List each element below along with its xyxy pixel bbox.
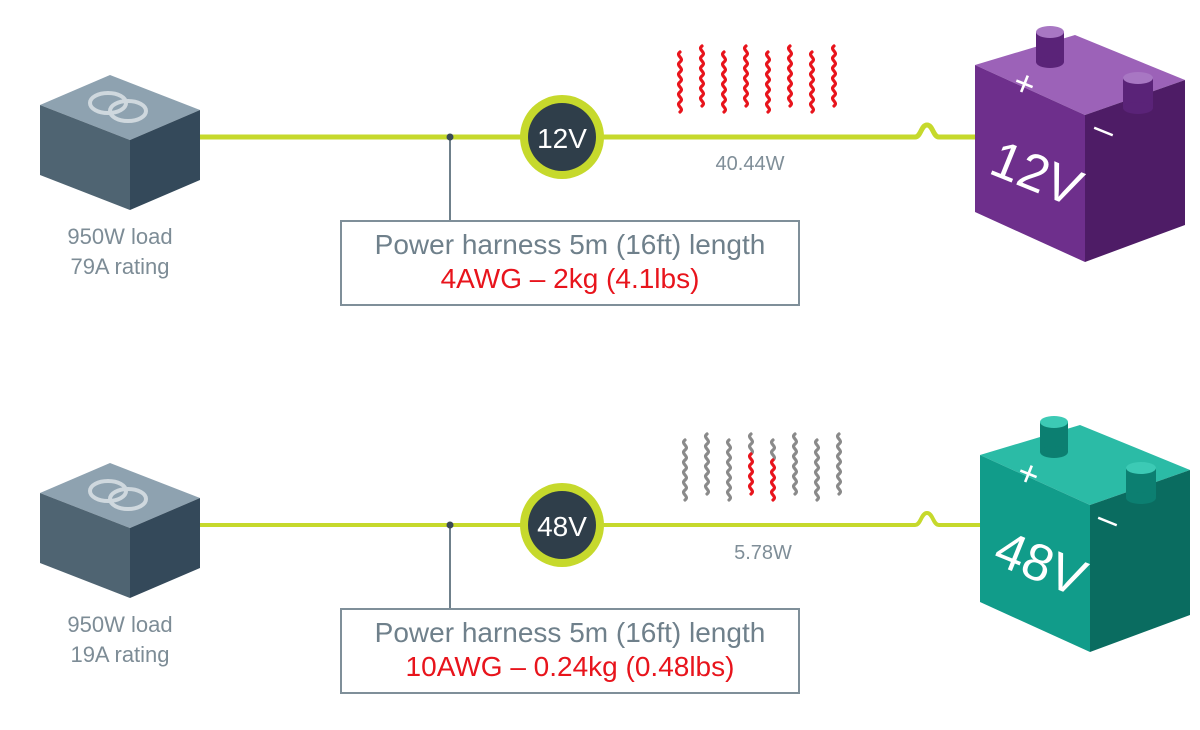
power-loss-label: 40.44W — [715, 153, 785, 175]
heat-wave-squiggle — [765, 90, 771, 114]
load-label: 950W load 19A rating — [40, 610, 200, 670]
heat-wave-squiggle — [814, 438, 820, 462]
heat-waves-icon — [682, 432, 842, 502]
heat-wave-squiggle — [814, 458, 820, 482]
heat-wave-squiggle — [721, 70, 727, 94]
harness-title: Power harness 5m (16ft) length — [374, 617, 766, 648]
heat-wave-squiggle — [787, 44, 793, 68]
load-rating: 79A rating — [70, 254, 170, 279]
heat-wave-squiggle — [743, 44, 749, 68]
fuse-icon — [914, 510, 985, 527]
heat-wave-squiggle — [792, 452, 798, 476]
voltage-node-label: 48V — [537, 511, 587, 542]
heat-wave-squiggle — [809, 50, 815, 74]
harness-title: Power harness 5m (16ft) length — [374, 229, 766, 260]
heat-wave-squiggle — [704, 432, 710, 456]
heat-wave-squiggle — [765, 70, 771, 94]
load-power: 950W load — [67, 224, 173, 249]
heat-wave-squiggle — [836, 432, 842, 456]
heat-wave-squiggle — [726, 458, 732, 482]
heat-wave-squiggle — [814, 478, 820, 502]
voltage-node — [520, 483, 604, 567]
harness-info-box: Power harness 5m (16ft) length 10AWG – 0… — [340, 608, 800, 694]
heat-wave-squiggle — [787, 84, 793, 108]
load-rating: 19A rating — [70, 642, 170, 667]
heat-wave-squiggle — [748, 452, 754, 476]
load-label: 950W load 79A rating — [40, 222, 200, 282]
heat-wave-squiggle — [770, 458, 776, 482]
heat-wave-squiggle — [677, 90, 683, 114]
harness-spec: 10AWG – 0.24kg (0.48lbs) — [405, 651, 735, 682]
heat-wave-squiggle — [787, 64, 793, 88]
heat-wave-squiggle — [831, 64, 837, 88]
heat-wave-squiggle — [809, 70, 815, 94]
heat-wave-squiggle — [699, 64, 705, 88]
heat-wave-squiggle — [704, 452, 710, 476]
heat-wave-squiggle — [836, 472, 842, 496]
heat-wave-squiggle — [677, 50, 683, 74]
fuse-icon — [914, 122, 985, 140]
battery-48v-icon — [980, 416, 1190, 652]
heat-wave-squiggle — [748, 432, 754, 456]
heat-wave-squiggle — [726, 438, 732, 462]
heat-wave-squiggle — [770, 438, 776, 462]
heat-wave-squiggle — [831, 44, 837, 68]
voltage-node-label: 12V — [537, 123, 587, 154]
junction-dot — [446, 521, 454, 529]
harness-spec: 4AWG – 2kg (4.1lbs) — [440, 263, 700, 294]
heat-wave-squiggle — [743, 64, 749, 88]
heat-wave-squiggle — [792, 472, 798, 496]
heat-wave-squiggle — [743, 84, 749, 108]
heat-wave-squiggle — [682, 478, 688, 502]
heat-wave-squiggle — [682, 438, 688, 462]
heat-wave-squiggle — [704, 472, 710, 496]
battery-12v-icon — [975, 26, 1185, 262]
heat-wave-squiggle — [792, 432, 798, 456]
load-block-icon — [40, 75, 200, 210]
heat-wave-squiggle — [699, 44, 705, 68]
heat-waves-icon — [677, 44, 837, 114]
load-block-icon — [40, 463, 200, 598]
heat-wave-squiggle — [726, 478, 732, 502]
junction-dot — [446, 133, 454, 141]
heat-wave-squiggle — [765, 50, 771, 74]
heat-wave-squiggle — [699, 84, 705, 108]
load-power: 950W load — [67, 612, 173, 637]
system-48v — [40, 416, 1190, 652]
heat-wave-squiggle — [682, 458, 688, 482]
heat-wave-squiggle — [748, 472, 754, 496]
power-loss-label: 5.78W — [734, 542, 792, 564]
system-12v — [40, 26, 1185, 262]
heat-wave-squiggle — [721, 90, 727, 114]
heat-wave-squiggle — [677, 70, 683, 94]
harness-info-box: Power harness 5m (16ft) length 4AWG – 2k… — [340, 220, 800, 306]
heat-wave-squiggle — [770, 478, 776, 502]
heat-wave-squiggle — [836, 452, 842, 476]
voltage-node — [520, 95, 604, 179]
heat-wave-squiggle — [721, 50, 727, 74]
heat-wave-squiggle — [809, 90, 815, 114]
heat-wave-squiggle — [831, 84, 837, 108]
